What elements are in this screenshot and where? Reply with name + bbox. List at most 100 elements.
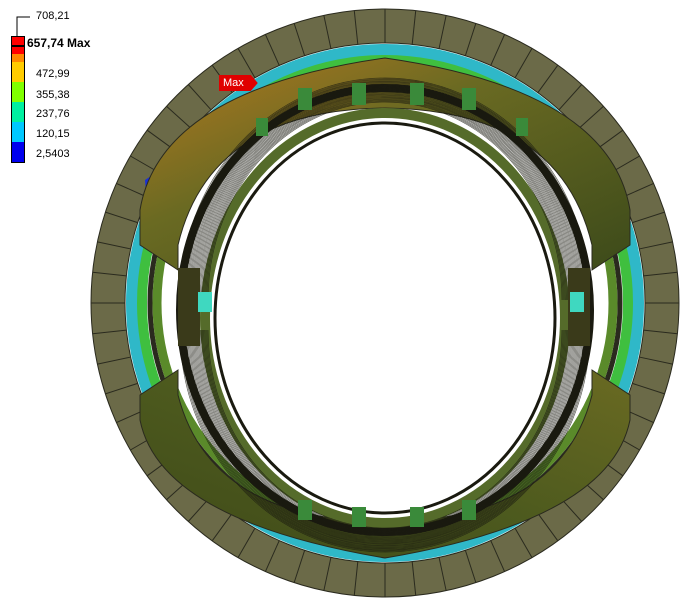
mesh-streak-line xyxy=(185,82,585,301)
ring-segment-line xyxy=(577,105,604,130)
ring-segment-line xyxy=(293,550,306,583)
mesh-streak-line xyxy=(194,90,576,301)
mesh-streak-line xyxy=(194,329,576,540)
mesh-streak-line xyxy=(196,92,574,301)
mesh-streak-line xyxy=(199,94,571,301)
legend-value-1: 472,99 xyxy=(36,68,70,80)
ring-segment-line xyxy=(490,34,506,66)
mesh-streak-line xyxy=(191,329,579,542)
ring-segment-line xyxy=(187,84,212,111)
ring-segment-line xyxy=(464,550,477,583)
mesh-streak-line xyxy=(204,329,566,532)
mesh-streak-line xyxy=(189,329,581,544)
ring-segment-line xyxy=(353,10,359,45)
mesh-streak-line xyxy=(206,329,564,530)
legend-bracket xyxy=(16,16,30,36)
mesh-streak-line xyxy=(195,329,575,539)
ring-segment-line xyxy=(353,561,359,596)
mesh-streak-line xyxy=(180,329,590,552)
legend-value-3: 237,76 xyxy=(36,108,70,120)
ring-segment-line xyxy=(237,48,256,79)
mesh-streak-line xyxy=(183,80,587,301)
mesh-streak-line xyxy=(191,88,579,301)
mesh-streak-line xyxy=(188,85,582,301)
mesh-streak-line xyxy=(190,87,580,301)
mesh-streak-line xyxy=(206,100,564,301)
mesh-streak-line xyxy=(200,95,570,301)
ring-segment-line xyxy=(632,382,665,395)
mesh-streak-line xyxy=(185,329,585,548)
ring-segment-line xyxy=(211,513,233,542)
mesh-streak-line xyxy=(198,94,572,301)
mesh-streak-line xyxy=(195,91,575,301)
mesh-streak-line xyxy=(198,329,572,536)
mesh-streak-line xyxy=(196,329,574,538)
max-probe-label[interactable]: Max xyxy=(219,75,258,91)
ring-segment-line xyxy=(237,527,256,558)
ring-segment-line xyxy=(643,329,678,335)
mesh-streak-line xyxy=(204,98,566,301)
ring-segment-line xyxy=(116,182,148,198)
ring-segment-line xyxy=(323,15,332,49)
mesh-streak-line xyxy=(187,329,583,546)
ring-segment-line xyxy=(438,15,447,49)
ring-segment-line xyxy=(92,329,127,335)
ring-segment-line xyxy=(639,241,673,250)
ring-segment-line xyxy=(323,557,332,591)
ring-segment-line xyxy=(264,540,280,572)
mesh-streak-line xyxy=(199,329,571,536)
mesh-streak-line xyxy=(181,329,589,551)
ring-segment-line xyxy=(537,64,559,93)
ring-segment-line xyxy=(97,356,131,365)
mesh-streak-line xyxy=(203,329,567,533)
mesh-streak-line xyxy=(180,78,590,301)
mesh-streak-line xyxy=(193,329,577,541)
mesh-streak-line xyxy=(197,93,573,301)
ring-segment-line xyxy=(643,271,678,277)
legend-top-value: 708,21 xyxy=(36,10,70,22)
ring-segment-line xyxy=(264,34,280,66)
ring-segment-line xyxy=(558,84,583,111)
legend-swatch-cyan xyxy=(11,122,25,142)
ring-segment-line xyxy=(490,540,506,572)
legend-max-value: 657,74 Max xyxy=(27,36,90,50)
magnet-patches xyxy=(256,83,528,527)
legend-value-5: 2,5403 xyxy=(36,148,70,160)
legend-swatch-yellow xyxy=(11,62,25,82)
mesh-streak-line xyxy=(183,329,587,550)
ring-segment-line xyxy=(632,211,665,224)
ring-segment-line xyxy=(166,105,193,130)
mesh-streak-line xyxy=(202,96,568,301)
mesh-streak-line xyxy=(193,89,577,301)
legend-value-4: 120,15 xyxy=(36,128,70,140)
mesh-streak-line xyxy=(203,97,567,301)
ring-segment-line xyxy=(293,23,306,56)
mesh-streak-line xyxy=(179,329,591,553)
legend-swatch-orange xyxy=(11,54,25,62)
mesh-streak-line xyxy=(190,329,580,543)
mesh-streak-line xyxy=(187,84,583,301)
ring-segment-line xyxy=(464,23,477,56)
mesh-streak-line xyxy=(188,329,582,545)
legend-swatch-red xyxy=(11,36,25,55)
ring-segment-line xyxy=(537,513,559,542)
rotor-body xyxy=(139,57,631,559)
legend-swatch-lime xyxy=(11,82,25,102)
ring-segment-line xyxy=(105,382,138,395)
ring-segment-line xyxy=(514,527,533,558)
side-notches xyxy=(178,268,590,346)
color-legend: 708,21 657,74 Max 472,99 355,38 237,76 1… xyxy=(0,0,160,180)
mesh-streak-line xyxy=(186,329,584,547)
ring-segment-line xyxy=(92,271,127,277)
mesh-streak-line xyxy=(184,81,586,301)
ring-segment-line xyxy=(438,557,447,591)
mesh-streak-line xyxy=(179,77,591,301)
mesh-streak-line xyxy=(207,101,563,301)
mesh-streak-line xyxy=(207,329,563,529)
legend-max-number: 657,74 xyxy=(27,36,64,50)
ring-segment-line xyxy=(411,561,417,596)
ring-segment-line xyxy=(639,356,673,365)
legend-max-suffix: Max xyxy=(67,36,91,50)
mesh-streak-line xyxy=(186,83,584,301)
